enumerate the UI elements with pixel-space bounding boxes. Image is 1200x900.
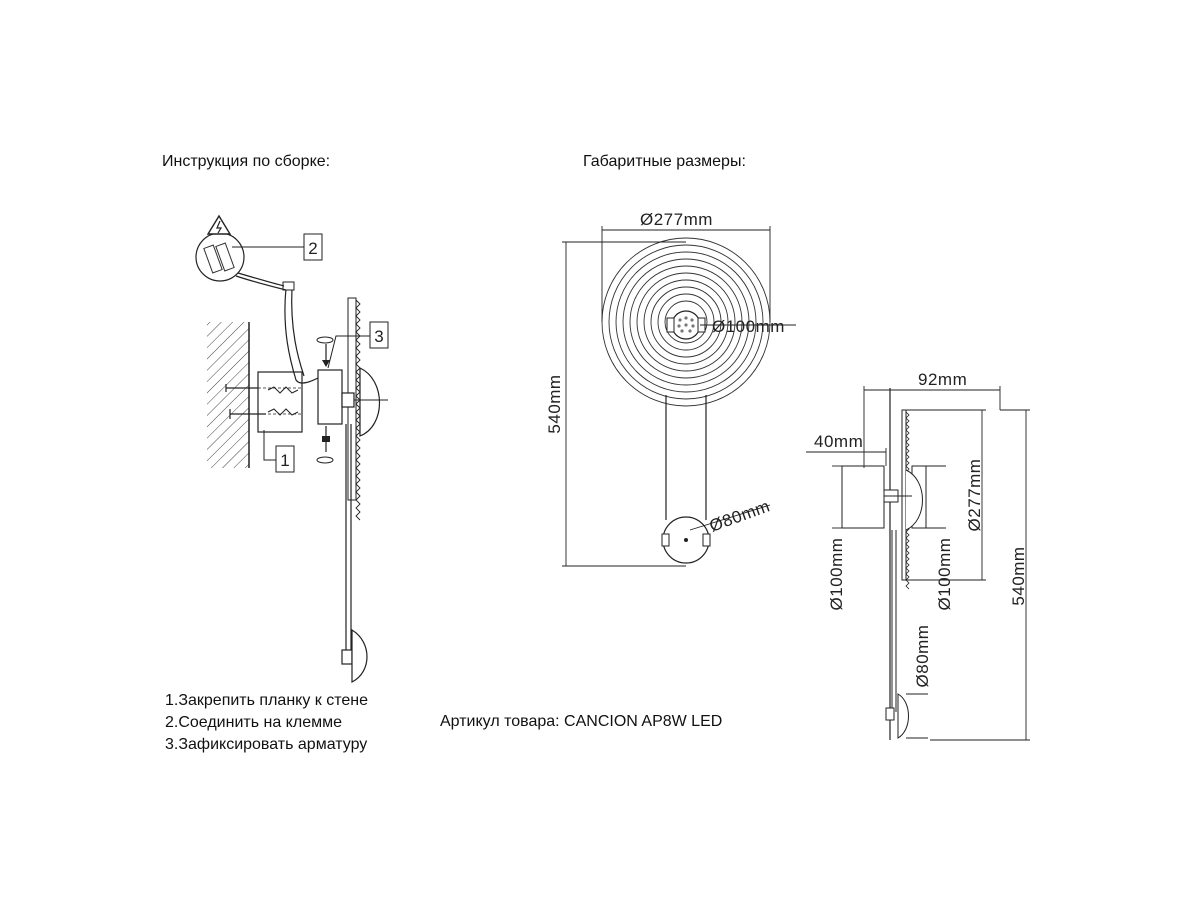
screw-icon bbox=[225, 384, 299, 419]
lamp-head bbox=[359, 367, 380, 437]
dim-side-d277: Ø277mm bbox=[965, 459, 984, 532]
assembly-diagram: 1 2 3 bbox=[195, 214, 389, 683]
wall bbox=[207, 322, 250, 468]
step-3: 3.Зафиксировать арматуру bbox=[165, 736, 368, 753]
dim-side-d100-left: Ø100mm bbox=[827, 538, 846, 611]
dim-front-h540: 540mm bbox=[545, 374, 564, 433]
assembly-heading: Инструкция по сборке: bbox=[162, 153, 331, 170]
side-view: 92mm 40mm Ø100mm Ø100mm Ø277mm 540mm bbox=[806, 370, 1030, 741]
dim-front-d100: Ø100mm bbox=[712, 317, 785, 336]
svg-text:3: 3 bbox=[374, 327, 383, 346]
dim-side-w40: 40mm bbox=[814, 432, 863, 451]
power-cable bbox=[284, 287, 319, 384]
step-2: 2.Соединить на клемме bbox=[165, 714, 342, 731]
dim-side-h540: 540mm bbox=[1009, 546, 1028, 605]
fixing-screws bbox=[316, 336, 334, 464]
article-number: Артикул товара: CANCION AP8W LED bbox=[440, 713, 723, 730]
side-holder bbox=[841, 465, 885, 529]
dim-front-d277: Ø277mm bbox=[640, 210, 713, 229]
step-1: 1.Закрепить планку к стене bbox=[165, 692, 368, 709]
callout-1: 1 bbox=[263, 430, 295, 473]
wire-terminal-icon bbox=[282, 281, 295, 291]
terminal-detail bbox=[195, 232, 287, 291]
front-view: Ø277mm Ø100mm 540mm Ø80mm bbox=[545, 210, 796, 567]
dim-side-d80: Ø80mm bbox=[913, 625, 932, 688]
warning-icon bbox=[206, 214, 232, 235]
dim-side-d100-right: Ø100mm bbox=[935, 538, 954, 611]
dimensions-heading: Габаритные размеры: bbox=[583, 153, 746, 170]
lamp-disk-side bbox=[347, 297, 361, 521]
callout-3: 3 bbox=[327, 321, 389, 369]
svg-text:1: 1 bbox=[280, 451, 289, 470]
dim-front-d80: Ø80mm bbox=[707, 496, 773, 535]
callout-2: 2 bbox=[232, 233, 323, 261]
dim-side-w92: 92mm bbox=[918, 370, 967, 389]
holder-bracket bbox=[317, 369, 343, 425]
svg-text:2: 2 bbox=[308, 239, 317, 258]
mounting-plate bbox=[257, 371, 303, 433]
lower-lamp bbox=[351, 628, 368, 683]
